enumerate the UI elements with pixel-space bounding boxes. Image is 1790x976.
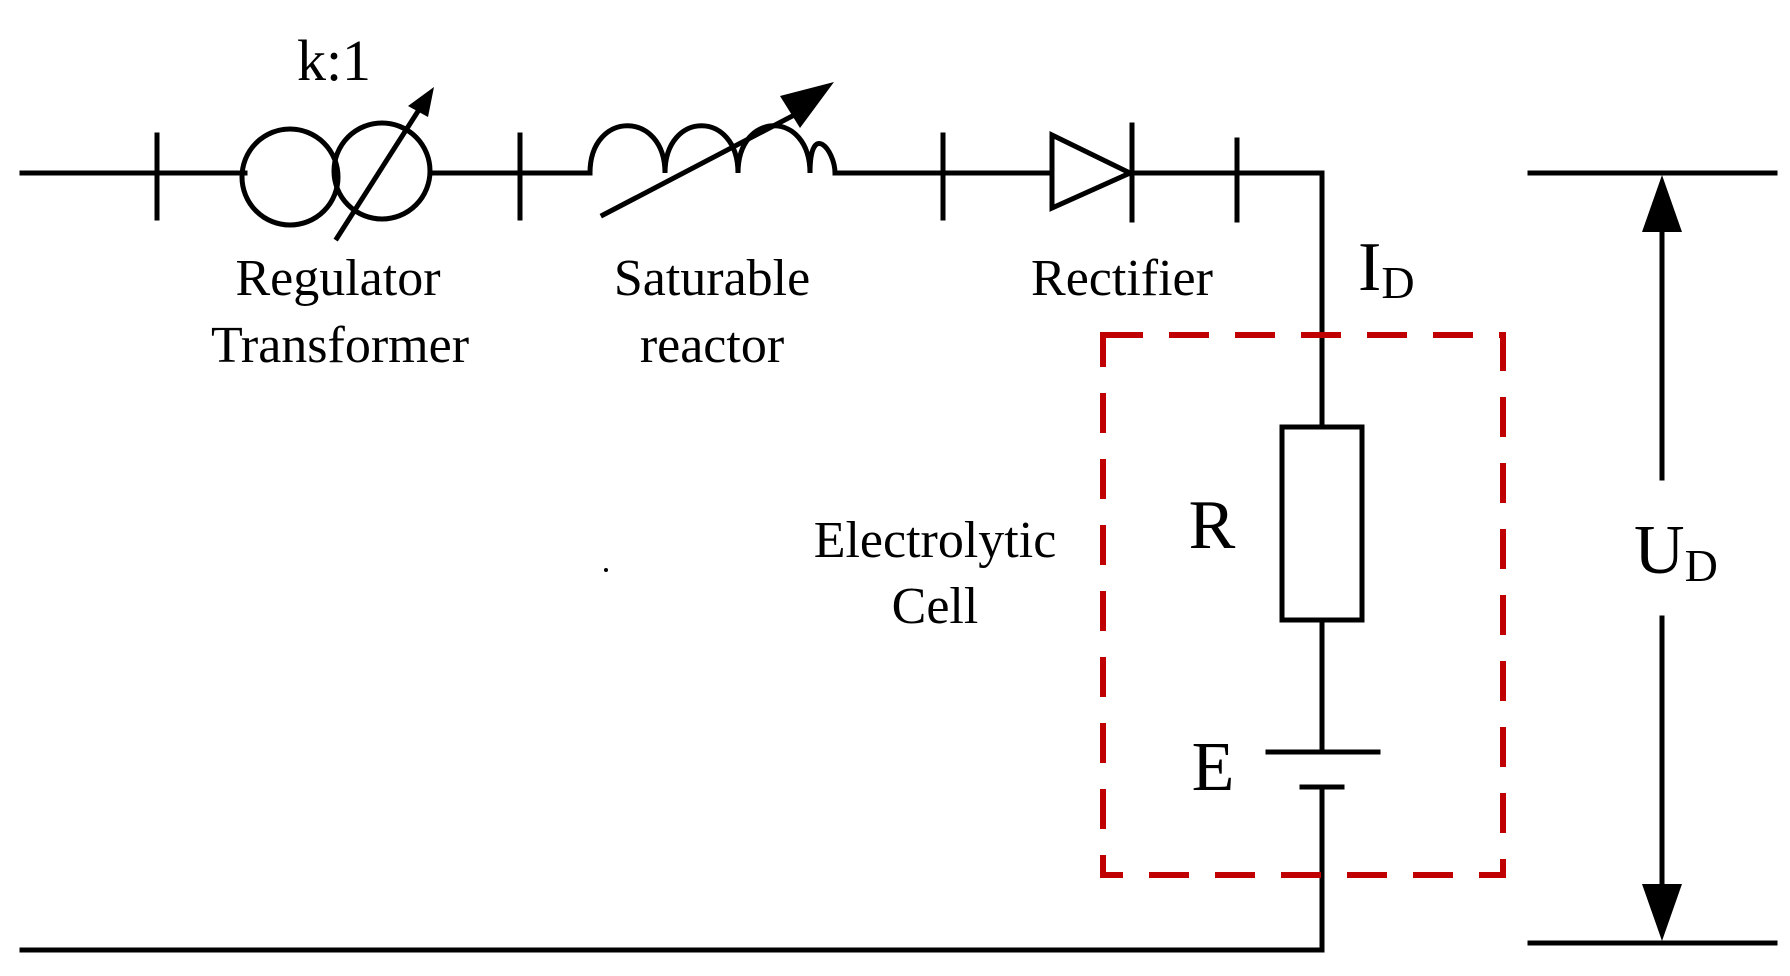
resistor-symbol bbox=[1279, 424, 1365, 623]
current-label-main: I bbox=[1358, 229, 1381, 306]
reactor-adjust-arrowhead bbox=[780, 82, 834, 128]
rectifier-diode-symbol bbox=[1049, 122, 1136, 223]
voltage-indicator bbox=[1527, 170, 1778, 946]
current-label: ID bbox=[1358, 229, 1415, 308]
transformer-adjust-arrowhead bbox=[408, 87, 434, 117]
saturable-reactor-symbol bbox=[587, 82, 838, 219]
resistor-label: R bbox=[1189, 487, 1236, 564]
ratio-label: k:1 bbox=[297, 28, 371, 93]
reactor-label-line1: Saturable bbox=[614, 250, 810, 307]
rectifier-label: Rectifier bbox=[1031, 250, 1213, 307]
transformer-label-line1: Regulator bbox=[235, 250, 440, 307]
transformer-label-line2: Transformer bbox=[211, 317, 469, 374]
voltage-arrow-up bbox=[1642, 175, 1682, 232]
reactor-label-line2: reactor bbox=[640, 317, 784, 374]
cell-label-line2: Cell bbox=[892, 578, 979, 635]
voltage-label-sub: D bbox=[1685, 540, 1718, 591]
voltage-label: UD bbox=[1634, 512, 1718, 591]
stray-dot bbox=[604, 568, 608, 572]
voltage-label-main: U bbox=[1634, 512, 1685, 589]
emf-battery-symbol bbox=[1265, 749, 1381, 790]
electrolytic-cell-boundary bbox=[1100, 332, 1506, 878]
regulator-transformer-symbol bbox=[239, 87, 434, 242]
node-ticks bbox=[154, 132, 1240, 223]
cell-label-line1: Electrolytic bbox=[814, 512, 1057, 569]
current-label-sub: D bbox=[1381, 257, 1414, 308]
emf-label: E bbox=[1192, 729, 1235, 806]
voltage-arrow-down bbox=[1642, 884, 1682, 941]
